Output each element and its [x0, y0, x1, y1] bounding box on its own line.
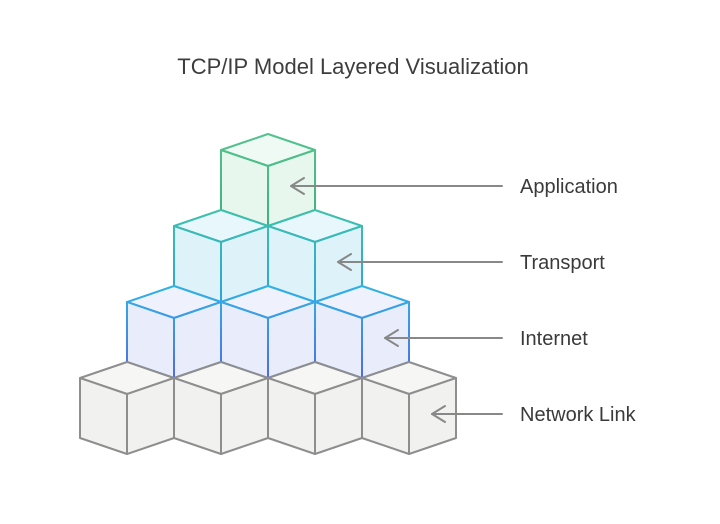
layer-row-transport [173, 209, 363, 303]
cube-transport-1 [173, 209, 269, 303]
cube-network-link-1 [79, 361, 175, 455]
arrow-head-left-icon [337, 253, 352, 271]
arrow-network-link [431, 405, 503, 423]
arrow-head-left-icon [290, 177, 305, 195]
cube-internet-1 [126, 285, 222, 379]
cube-transport-2 [267, 209, 363, 303]
layer-label-transport: Transport [520, 252, 605, 274]
cube-internet-2 [220, 285, 316, 379]
arrow-head-left-icon [384, 329, 399, 347]
cube-network-link-3 [267, 361, 363, 455]
cube-network-link-2 [173, 361, 269, 455]
cube-application-1 [220, 133, 316, 227]
cube-pyramid [79, 133, 457, 455]
layer-label-network-link: Network Link [520, 404, 637, 426]
layer-label-internet: Internet [520, 328, 588, 350]
layer-arrows [290, 177, 503, 423]
layer-row-internet [126, 285, 410, 379]
arrow-transport [337, 253, 503, 271]
arrow-application [290, 177, 503, 195]
arrow-head-left-icon [431, 405, 446, 423]
arrow-internet [384, 329, 503, 347]
cube-network-link-4 [361, 361, 457, 455]
cube-right-face [408, 377, 457, 455]
layer-label-application: Application [520, 176, 618, 198]
layer-row-network-link [79, 361, 457, 455]
layer-row-application [220, 133, 316, 227]
diagram-title: TCP/IP Model Layered Visualization [177, 54, 528, 79]
